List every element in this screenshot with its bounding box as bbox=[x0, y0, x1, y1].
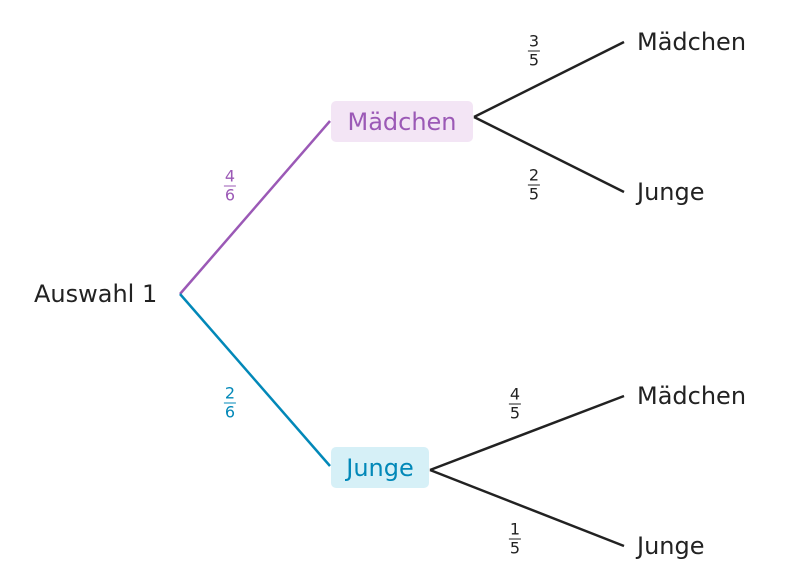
prob-root-junge: 2 6 bbox=[223, 383, 237, 422]
prob-numerator: 3 bbox=[527, 31, 541, 52]
leaf-maedchen-maedchen: Mädchen bbox=[637, 28, 747, 56]
node-maedchen: Mädchen bbox=[331, 101, 473, 142]
edge-junge-junge bbox=[429, 468, 625, 548]
prob-numerator: 2 bbox=[527, 165, 541, 186]
leaf-maedchen-junge: Junge bbox=[637, 178, 705, 206]
prob-numerator: 4 bbox=[223, 166, 237, 187]
prob-denominator: 5 bbox=[528, 50, 540, 70]
prob-denominator: 5 bbox=[509, 403, 521, 423]
prob-denominator: 6 bbox=[224, 185, 236, 205]
edge-root-junge bbox=[179, 293, 331, 467]
node-junge: Junge bbox=[331, 447, 429, 488]
leaf-junge-maedchen: Mädchen bbox=[637, 382, 747, 410]
prob-numerator: 2 bbox=[223, 383, 237, 404]
edge-root-maedchen bbox=[179, 120, 331, 295]
leaf-junge-junge: Junge bbox=[637, 532, 705, 560]
prob-maedchen-junge: 2 5 bbox=[527, 165, 541, 204]
prob-maedchen-maedchen: 3 5 bbox=[527, 31, 541, 70]
prob-junge-maedchen: 4 5 bbox=[508, 384, 522, 423]
prob-junge-junge: 1 5 bbox=[508, 519, 522, 558]
root-node-label: Auswahl 1 bbox=[34, 280, 158, 308]
prob-denominator: 5 bbox=[528, 184, 540, 204]
edge-maedchen-maedchen bbox=[473, 40, 625, 119]
prob-denominator: 6 bbox=[224, 402, 236, 422]
edge-junge-maedchen bbox=[429, 394, 625, 472]
prob-numerator: 4 bbox=[508, 384, 522, 405]
edge-maedchen-junge bbox=[473, 115, 625, 194]
prob-root-maedchen: 4 6 bbox=[223, 166, 237, 205]
prob-numerator: 1 bbox=[508, 519, 522, 540]
prob-denominator: 5 bbox=[509, 538, 521, 558]
